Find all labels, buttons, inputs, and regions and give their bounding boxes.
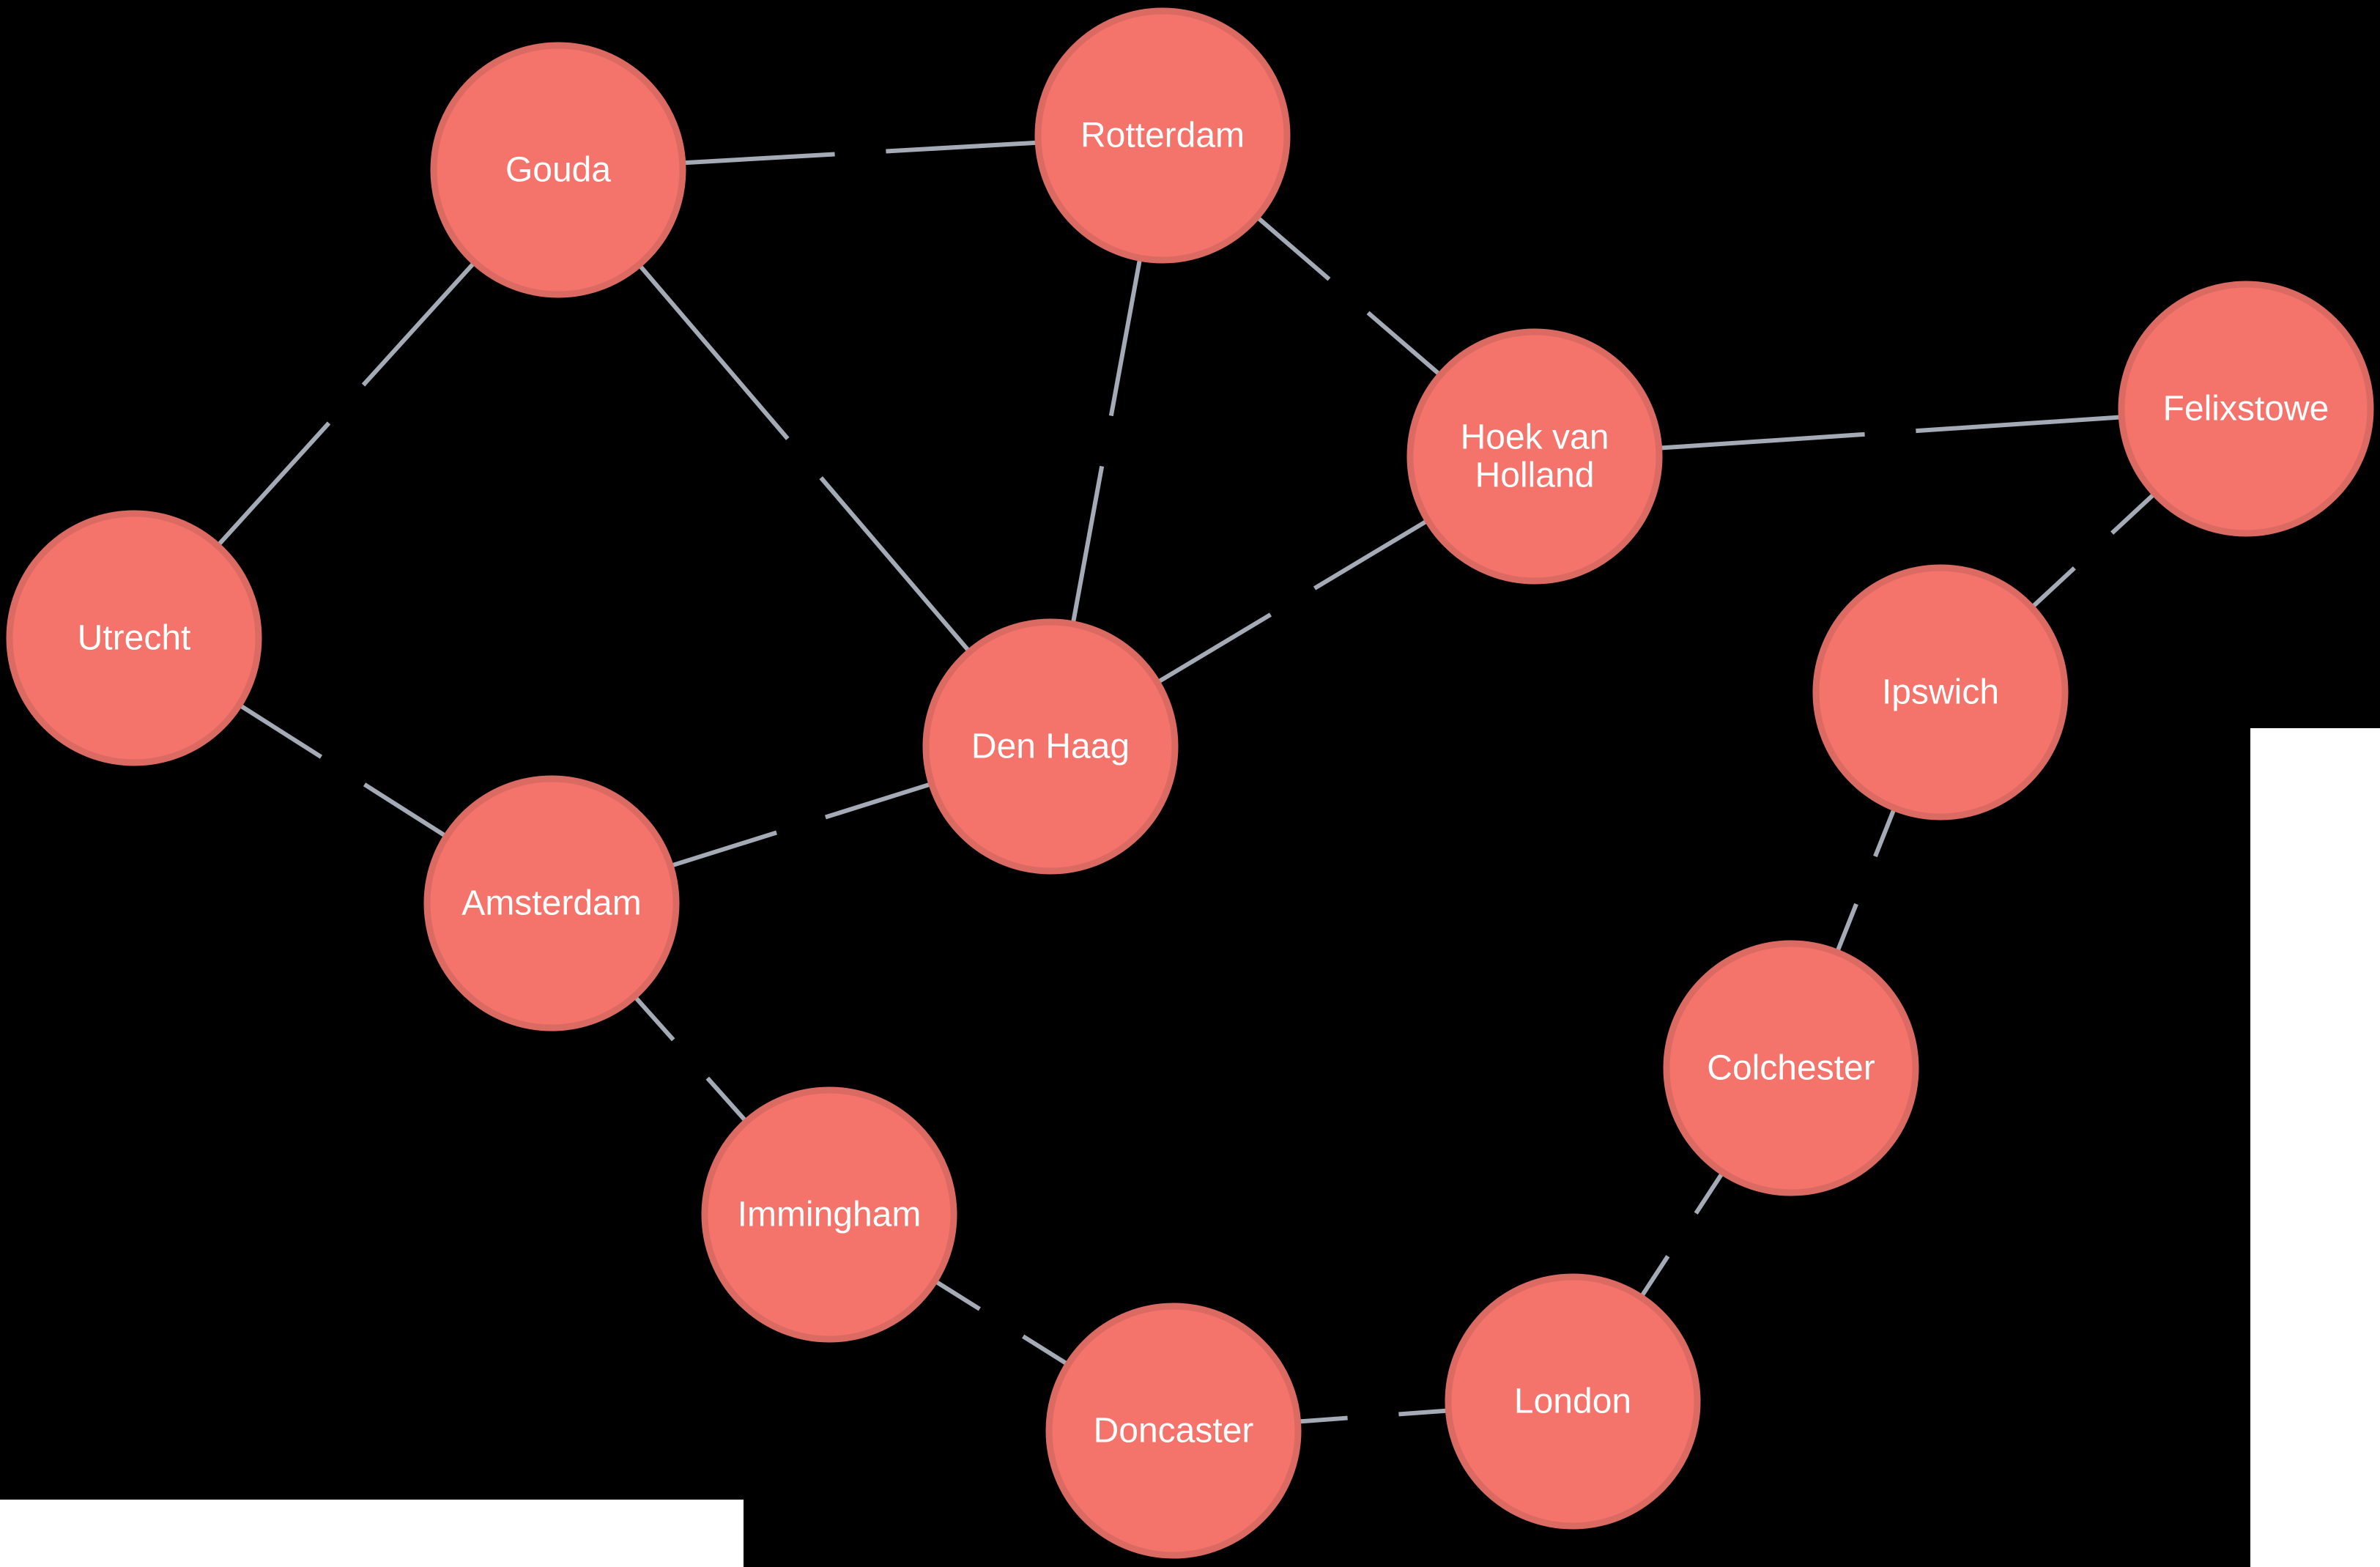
edge-segment	[705, 1076, 747, 1122]
edge-segment	[1916, 415, 2121, 434]
edge-segment	[1313, 519, 1428, 590]
edge-segment	[1366, 311, 1441, 376]
edge-segment	[1873, 808, 1897, 858]
node-circle[interactable]	[701, 1086, 957, 1343]
node-utrecht[interactable]: Utrecht	[6, 510, 262, 766]
edge-segment	[361, 262, 475, 387]
edge-segment	[217, 421, 331, 547]
node-doncaster[interactable]: Doncaster	[1045, 1303, 1302, 1559]
edge-hoek-van-holland-felixstowe[interactable]	[1660, 415, 2121, 451]
edge-gouda-rotterdam[interactable]	[683, 140, 1037, 166]
node-circle[interactable]	[2118, 281, 2374, 537]
node-circle[interactable]	[1812, 564, 2069, 820]
edge-segment	[671, 830, 778, 868]
node-circle[interactable]	[1663, 940, 1919, 1196]
edge-doncaster-london[interactable]	[1299, 1408, 1447, 1424]
edge-utrecht-amsterdam[interactable]	[239, 703, 447, 838]
node-london[interactable]: London	[1445, 1273, 1701, 1530]
edge-segment	[1835, 903, 1858, 952]
edge-hoek-van-holland-den-haag[interactable]	[1157, 519, 1428, 684]
edge-segment	[886, 140, 1037, 154]
node-felixstowe[interactable]: Felixstowe	[2118, 281, 2374, 537]
edge-segment	[1071, 465, 1105, 623]
edge-gouda-den-haag[interactable]	[638, 264, 971, 653]
edge-segment	[1694, 1172, 1724, 1215]
node-circle[interactable]	[922, 618, 1179, 875]
edge-segment	[1660, 431, 1865, 451]
edge-den-haag-amsterdam[interactable]	[671, 782, 931, 868]
edge-gouda-utrecht[interactable]	[217, 262, 475, 547]
node-circle[interactable]	[1406, 328, 1663, 585]
node-amsterdam[interactable]: Amsterdam	[423, 775, 680, 1031]
edge-ipswich-felixstowe[interactable]	[2031, 492, 2155, 609]
edge-segment	[1157, 612, 1272, 684]
node-gouda[interactable]: Gouda	[430, 42, 686, 298]
edge-segment	[683, 152, 835, 166]
node-colchester[interactable]: Colchester	[1663, 940, 1919, 1196]
edge-segment	[363, 782, 447, 838]
edge-segment	[1299, 1415, 1348, 1424]
edge-rotterdam-hoek-van-holland[interactable]	[1256, 216, 1441, 376]
node-circle[interactable]	[423, 775, 680, 1031]
edge-segment	[1398, 1408, 1447, 1417]
edge-london-colchester[interactable]	[1639, 1172, 1724, 1297]
edge-segment	[935, 1279, 981, 1311]
edge-immingham-doncaster[interactable]	[935, 1279, 1068, 1366]
node-ipswich[interactable]: Ipswich	[1812, 564, 2069, 820]
edge-segment	[2110, 492, 2155, 535]
node-den-haag[interactable]: Den Haag	[922, 618, 1179, 875]
edge-segment	[1108, 259, 1142, 417]
edge-segment	[2031, 566, 2076, 609]
edge-segment	[1256, 216, 1331, 281]
edge-segment	[824, 782, 931, 820]
node-circle[interactable]	[1445, 1273, 1701, 1530]
edge-amsterdam-immingham[interactable]	[634, 996, 747, 1122]
edge-segment	[1022, 1334, 1068, 1366]
edge-segment	[638, 264, 790, 440]
node-circle[interactable]	[1045, 1303, 1302, 1559]
edge-rotterdam-den-haag[interactable]	[1071, 259, 1142, 623]
edge-colchester-ipswich[interactable]	[1835, 808, 1897, 952]
node-immingham[interactable]: Immingham	[701, 1086, 957, 1343]
background-artifact	[2250, 728, 2380, 1567]
background-artifact	[0, 1500, 744, 1567]
edge-segment	[239, 703, 323, 759]
node-circle[interactable]	[1034, 7, 1291, 264]
node-circle[interactable]	[430, 42, 686, 298]
node-rotterdam[interactable]: Rotterdam	[1034, 7, 1291, 264]
node-circle[interactable]	[6, 510, 262, 766]
edge-segment	[1639, 1255, 1670, 1297]
edge-segment	[634, 996, 675, 1042]
edge-segment	[819, 476, 971, 653]
